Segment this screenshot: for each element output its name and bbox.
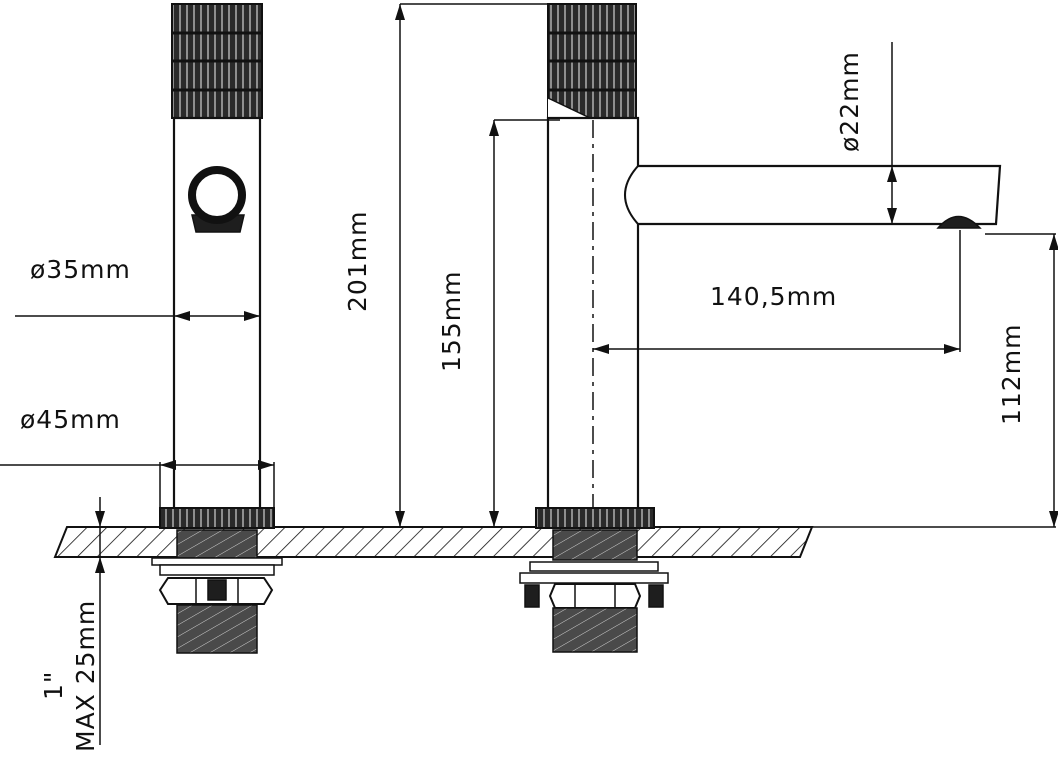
lever-knob-icon [188,166,246,233]
dimension-lines [0,3,1058,745]
dim-spout-height: 112mm [997,324,1026,425]
dim-deck-thickness-inch: 1" [39,671,68,700]
dim-handle-diameter: ø35mm [30,255,131,284]
dim-spout-diameter: ø22mm [835,51,864,152]
dim-base-diameter: ø45mm [20,405,121,434]
spout-body-right [519,3,1002,653]
dim-total-height: 201mm [343,211,372,312]
countertop [53,526,814,558]
aerator-icon [936,215,982,229]
dim-deck-thickness-max: MAX 25mm [71,600,100,752]
dim-body-height: 155mm [437,271,466,372]
dim-spout-reach: 140,5mm [710,282,837,311]
